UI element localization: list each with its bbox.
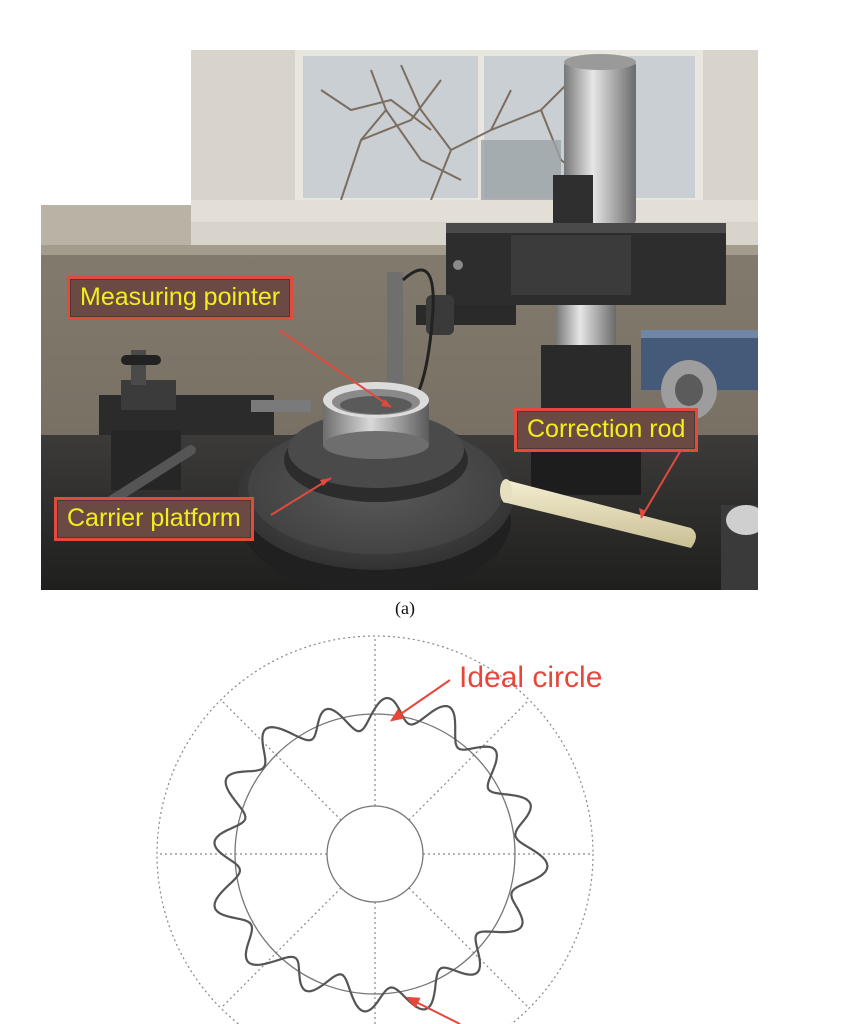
radial-guide-line (220, 699, 342, 821)
profile-arrow-head (405, 996, 421, 1009)
radial-guide-line (408, 699, 530, 821)
callout-correction-rod: Correction rod (514, 408, 699, 452)
ideal-circle-arrow-line (391, 679, 451, 721)
outer-dotted-circle (156, 635, 594, 1024)
radial-guide-line (408, 887, 530, 1009)
label-ideal-circle: Ideal circle (459, 661, 603, 694)
measured-profile-curve (213, 697, 549, 1013)
callout-measuring-pointer: Measuring pointer (67, 276, 294, 320)
ideal-circle-arrow-head (389, 708, 405, 722)
callout-carrier-platform: Carrier platform (54, 497, 254, 541)
subcaption-a: (a) (395, 598, 415, 618)
ideal-circle (234, 713, 516, 995)
radial-guide-line (220, 887, 342, 1009)
annotation-arrows (389, 679, 461, 1024)
roundness-profile-diagram (156, 635, 594, 1024)
reference-circles (234, 713, 516, 995)
instrument-photo (41, 50, 758, 590)
inner-circle (326, 805, 424, 903)
polar-guide-lines (156, 635, 594, 1024)
